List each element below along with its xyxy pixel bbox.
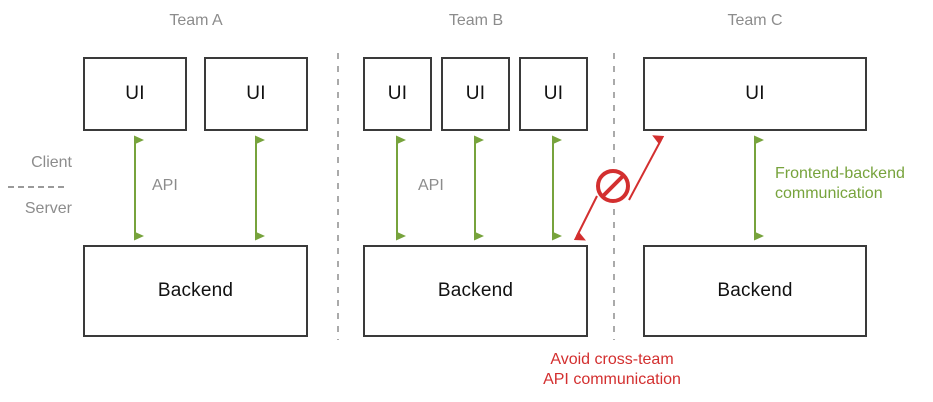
backend-node-team-a[interactable]: Backend xyxy=(83,245,308,337)
ui-node-team-c-1[interactable]: UI xyxy=(643,57,867,131)
frontend-backend-annotation-line2: communication xyxy=(775,185,883,202)
backend-node-team-c[interactable]: Backend xyxy=(643,245,867,337)
client-server-divider xyxy=(8,186,64,188)
avoid-cross-team-annotation-line1: Avoid cross-team xyxy=(550,351,674,368)
client-label: Client xyxy=(31,154,72,171)
ui-node-team-a-1[interactable]: UI xyxy=(83,57,187,131)
team-label-c: Team C xyxy=(727,12,783,29)
team-label-b: Team B xyxy=(448,12,504,29)
avoid-cross-team-annotation-line2: API communication xyxy=(543,371,681,388)
avoid-cross-team-annotation: Avoid cross-team API communication xyxy=(472,350,752,390)
ui-node-team-b-1[interactable]: UI xyxy=(363,57,432,131)
frontend-backend-annotation-line1: Frontend-backend xyxy=(775,165,905,182)
api-label-team-a: API xyxy=(152,177,178,194)
ui-node-team-a-2[interactable]: UI xyxy=(204,57,308,131)
api-label-team-b: API xyxy=(418,177,444,194)
server-label: Server xyxy=(24,200,72,217)
frontend-backend-annotation: Frontend-backend communication xyxy=(775,164,905,204)
team-label-a: Team A xyxy=(169,12,223,29)
cross-team-arrow-lower xyxy=(573,195,598,241)
cross-team-arrow-upper xyxy=(628,135,665,201)
no-entry-icon xyxy=(596,169,630,203)
ui-node-team-b-3[interactable]: UI xyxy=(519,57,588,131)
ui-node-team-b-2[interactable]: UI xyxy=(441,57,510,131)
backend-node-team-b[interactable]: Backend xyxy=(363,245,588,337)
